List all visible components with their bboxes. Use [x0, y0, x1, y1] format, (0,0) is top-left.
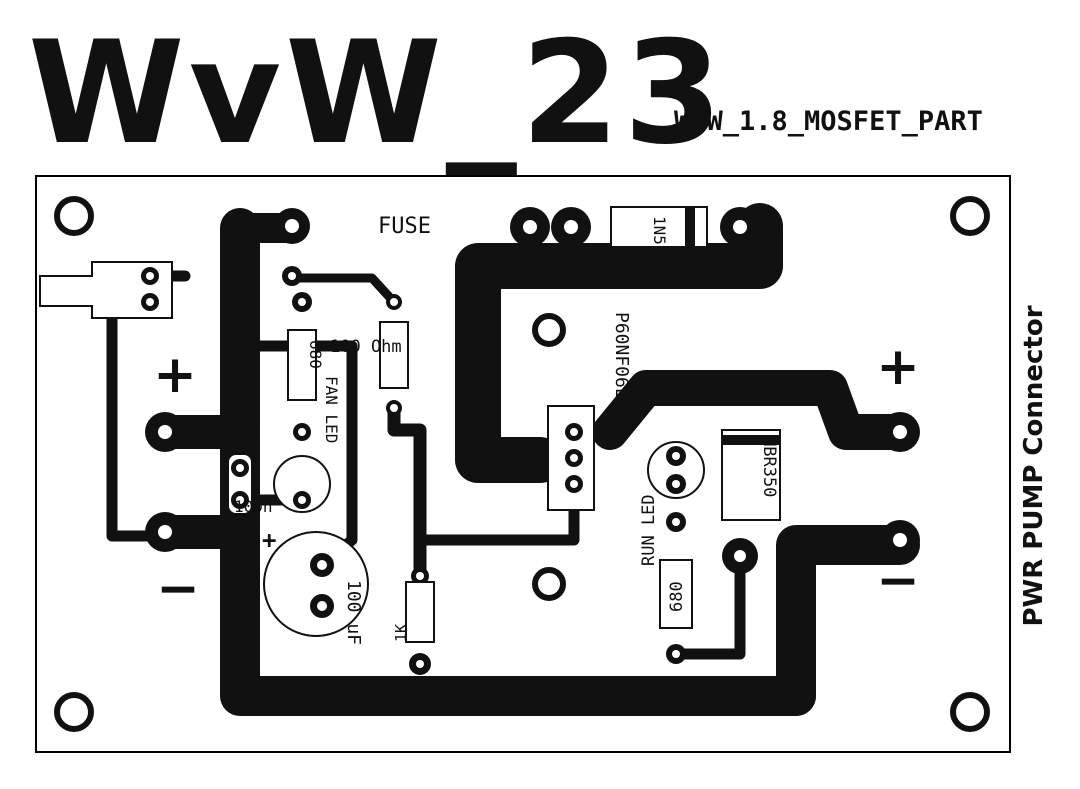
- label-1n5: 1N5: [650, 216, 669, 245]
- mounting-hole-tr: [950, 196, 990, 236]
- trace-bus-right-up: [776, 525, 920, 716]
- minus-right-symbol: −: [876, 551, 920, 611]
- label-100ohm: 100 Ohm: [330, 337, 402, 357]
- label-mosfet: P60NF06L: [611, 312, 632, 399]
- label-fan-led: FAN LED: [322, 376, 341, 443]
- label-run-led: RUN LED: [639, 494, 659, 566]
- mounting-hole-bl: [54, 692, 94, 732]
- trace-680-bottom: [670, 554, 746, 660]
- label-100uf: 100 uF: [343, 580, 364, 645]
- mounting-hole-mid-top: [532, 313, 566, 347]
- trace-fuse-r: [287, 273, 399, 307]
- mounting-holes: [54, 196, 990, 732]
- led-run-outline: [647, 441, 705, 499]
- plus-right-symbol: +: [876, 337, 920, 397]
- mounting-hole-tl: [54, 196, 94, 236]
- led-fan-outline: [273, 455, 331, 513]
- trace-res-to-1k: [387, 401, 427, 583]
- mounting-hole-mid-bottom: [532, 567, 566, 601]
- board-subtitle: WYW_1.8_MOSFET_PART: [674, 106, 983, 137]
- resistor-680-right-outline: [659, 559, 693, 629]
- label-680-left: 680: [306, 340, 325, 369]
- trace-left-bus: [220, 208, 816, 716]
- cap-100uf-outline: [263, 531, 369, 637]
- label-100n: 100n: [234, 497, 273, 516]
- label-1k: 1K: [392, 624, 410, 642]
- resistor-680-left-outline: [287, 329, 317, 401]
- label-pwr-pump-connector: PWR PUMP Connector: [1019, 305, 1049, 626]
- label-fuse: FUSE: [378, 214, 431, 239]
- plus-left-symbol: +: [153, 345, 197, 405]
- board-outline: [35, 175, 1011, 753]
- board-logo: WvW_23: [28, 11, 726, 176]
- resistor-100ohm-outline: [379, 321, 409, 389]
- mounting-hole-br: [950, 692, 990, 732]
- resistor-1k-outline: [405, 581, 435, 643]
- label-mbr350: MBR350: [759, 436, 779, 497]
- label-cap-plus: +: [262, 526, 276, 554]
- trace-diode-vertical: [497, 203, 783, 289]
- minus-left-symbol: −: [156, 559, 200, 619]
- connector-outline: [39, 261, 173, 319]
- trace-source-plus: [592, 370, 918, 450]
- label-680-right: 680: [667, 581, 687, 612]
